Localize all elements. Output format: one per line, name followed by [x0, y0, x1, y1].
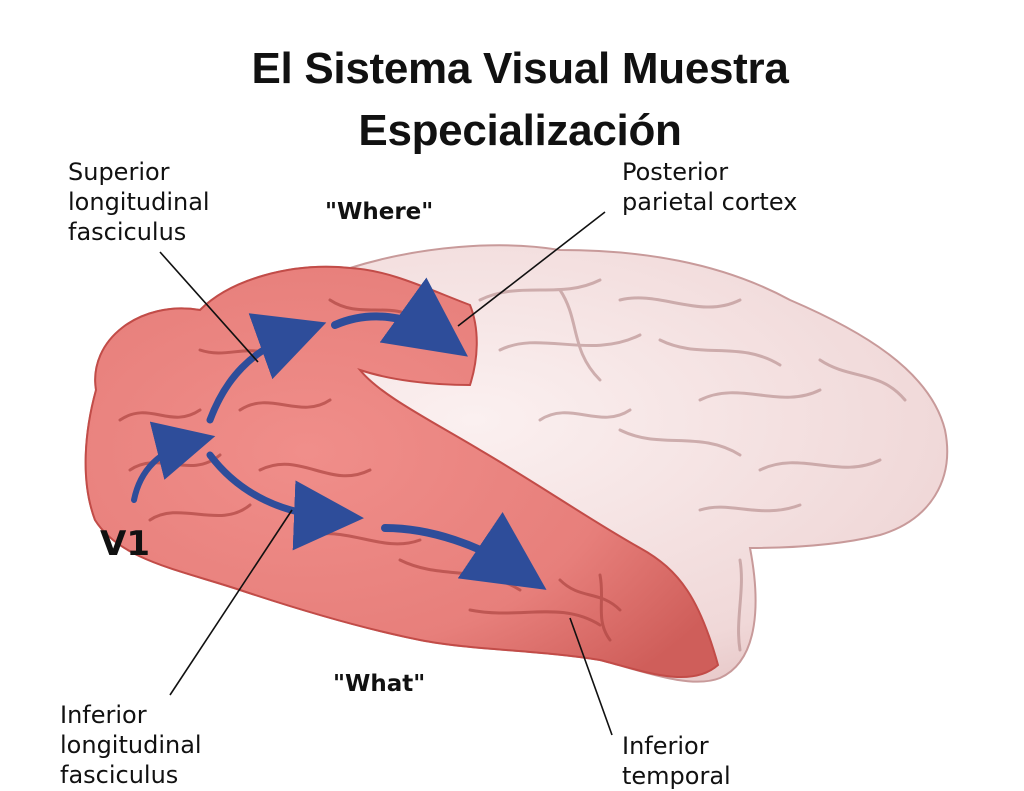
slide-title: El Sistema Visual Muestra Especializació… — [0, 38, 1024, 162]
title-line-2: Especialización — [358, 106, 682, 155]
label-inferior-longitudinal-fasciculus: Inferior longitudinal fasciculus — [60, 700, 202, 790]
ilf-line-2: longitudinal — [60, 731, 202, 759]
it-leader-line — [569, 617, 613, 736]
pale-sulci — [478, 278, 907, 652]
leader-lines — [159, 211, 613, 736]
title-line-1: El Sistema Visual Muestra — [251, 44, 789, 93]
slf-line-2: longitudinal — [68, 188, 210, 216]
stream-arrows — [131, 277, 547, 590]
dorsal-stream-arrow-2 — [331, 277, 468, 357]
ventral-stream-arrow-2 — [381, 511, 547, 590]
ppc-line-1: Posterior — [622, 158, 729, 186]
visual-streams-brain-diagram — [84, 211, 949, 736]
where-stream-label: "Where" — [325, 199, 434, 225]
ilf-line-3: fasciculus — [60, 761, 179, 789]
it-line-1: Inferior — [622, 732, 709, 760]
slf-leader-line — [159, 251, 259, 363]
v1-to-v2-arrow — [131, 421, 216, 503]
slf-line-1: Superior — [68, 158, 170, 186]
ppc-line-2: parietal cortex — [622, 188, 798, 216]
ilf-leader-line — [169, 509, 293, 696]
ppc-leader-line — [457, 211, 606, 327]
ilf-line-1: Inferior — [60, 701, 147, 729]
it-line-2: temporal — [622, 762, 731, 790]
label-inferior-temporal: Inferior temporal — [622, 731, 731, 791]
ventral-stream-arrow-1 — [206, 451, 364, 551]
what-stream-label: "What" — [333, 671, 426, 697]
v1-label: V1 — [100, 524, 150, 564]
slf-line-3: fasciculus — [68, 218, 187, 246]
dorsal-stream-arrow-1 — [206, 313, 327, 424]
label-superior-longitudinal-fasciculus: Superior longitudinal fasciculus — [68, 157, 210, 247]
label-posterior-parietal-cortex: Posterior parietal cortex — [622, 157, 797, 217]
